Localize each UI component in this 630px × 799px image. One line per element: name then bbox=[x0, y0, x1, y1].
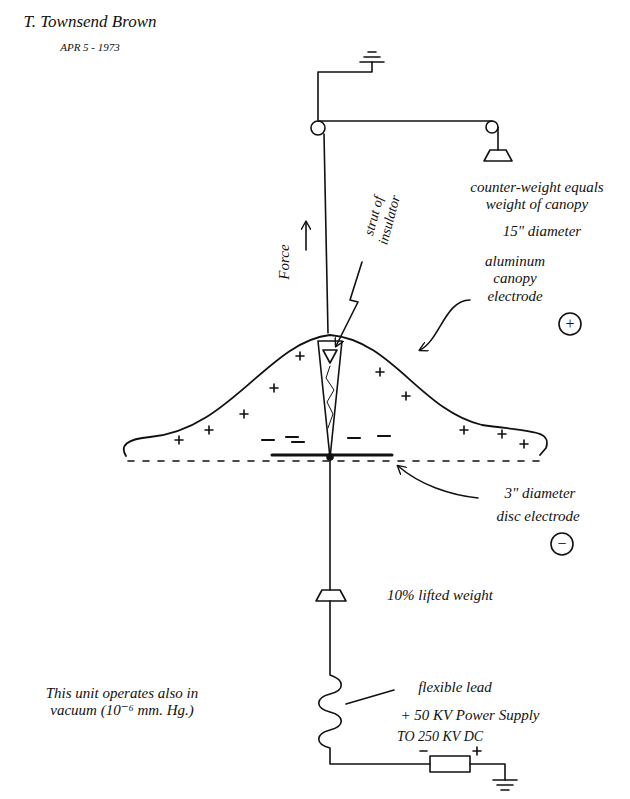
pulley bbox=[486, 121, 498, 133]
lifted-weight bbox=[316, 590, 346, 601]
leader-line bbox=[346, 690, 394, 704]
strut-label: strut of insulator bbox=[357, 179, 407, 257]
charge-minus-marks bbox=[262, 436, 390, 442]
polarity-circle bbox=[551, 533, 573, 555]
ground-symbol bbox=[493, 780, 517, 790]
strut-mark bbox=[323, 350, 337, 363]
insulator-strut bbox=[318, 341, 342, 458]
plus-terminal-mark bbox=[473, 747, 481, 755]
date-stamp: APR 5 - 1973 bbox=[35, 41, 145, 54]
junction-dot bbox=[327, 454, 333, 460]
part-label: flexible lead bbox=[395, 679, 515, 696]
pulley bbox=[311, 121, 325, 135]
canopy-electrode bbox=[124, 335, 547, 456]
polarity-sign: − bbox=[552, 535, 572, 553]
leader-line bbox=[398, 466, 478, 498]
dimension-label: 15" diameter bbox=[477, 223, 607, 240]
counter-weight-note: counter-weight equals weight of canopy bbox=[467, 179, 607, 214]
part-label: disc electrode bbox=[473, 508, 603, 525]
part-label: aluminum canopy electrode bbox=[470, 253, 560, 305]
cord bbox=[318, 120, 492, 122]
power-supply-label: + 50 KV Power Supply bbox=[375, 707, 565, 724]
polarity-circle bbox=[559, 313, 581, 335]
cord bbox=[497, 127, 499, 150]
ground-wire bbox=[318, 62, 372, 120]
leader-line bbox=[420, 300, 470, 350]
dimension-label: 3" diameter bbox=[480, 485, 600, 502]
leader-line bbox=[336, 262, 362, 346]
charge-plus-marks bbox=[175, 352, 528, 448]
cord bbox=[324, 134, 328, 333]
polarity-sign: + bbox=[560, 315, 580, 333]
note: This unit operates also in vacuum (10⁻⁶ … bbox=[42, 685, 202, 720]
cord bbox=[329, 460, 331, 590]
signature: T. Townsend Brown bbox=[0, 12, 180, 32]
part-label: 10% lifted weight bbox=[355, 587, 525, 604]
ground-symbol bbox=[360, 52, 384, 62]
power-supply-label: TO 250 KV DC bbox=[370, 729, 510, 745]
force-label: Force bbox=[276, 232, 293, 292]
force-arrow bbox=[305, 222, 307, 250]
counter-weight bbox=[484, 150, 512, 161]
ground-wire bbox=[470, 764, 505, 780]
strut-hatching bbox=[326, 366, 334, 428]
minus-terminal-mark bbox=[420, 750, 427, 752]
power-supply-box bbox=[430, 756, 470, 772]
canopy-edge-dashes bbox=[128, 460, 545, 462]
